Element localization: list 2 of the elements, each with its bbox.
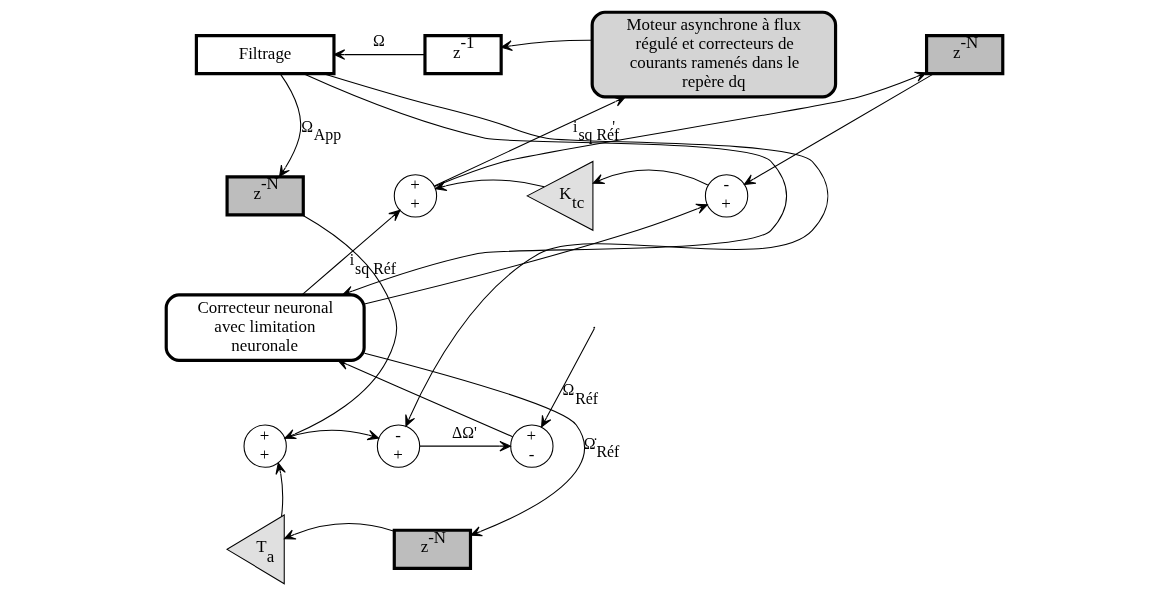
- edge-label: ΔΩ': [451, 423, 477, 441]
- edge-label: Ω: [373, 32, 385, 50]
